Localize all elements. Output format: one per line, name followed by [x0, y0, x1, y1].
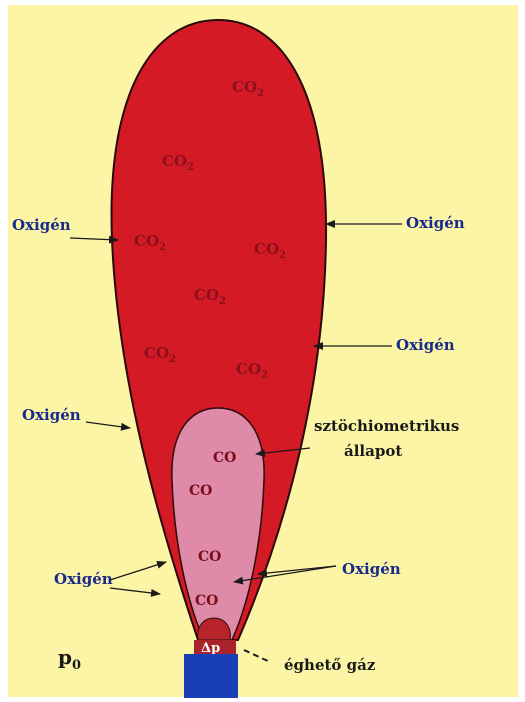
oxygen-label-right-top: Oxigén — [406, 214, 465, 232]
oxygen-label-right-bottom: Oxigén — [342, 560, 401, 578]
co-label: CO — [189, 483, 212, 499]
stoich-label-line1: sztöchiometrikus — [314, 417, 459, 435]
oxygen-label-left-top: Oxigén — [12, 216, 71, 234]
delta-p-label: Δp — [201, 641, 220, 656]
gas-label: éghető gáz — [284, 656, 376, 674]
stoich-label-line2: állapot — [344, 442, 402, 460]
nozzle — [184, 654, 238, 698]
co-label: CO — [213, 450, 236, 466]
oxygen-label-left-mid: Oxigén — [22, 406, 81, 424]
oxygen-label-right-mid: Oxigén — [396, 336, 455, 354]
oxygen-label-left-bottom: Oxigén — [54, 570, 113, 588]
co-label: CO — [195, 593, 218, 609]
co-label: CO — [198, 549, 221, 565]
